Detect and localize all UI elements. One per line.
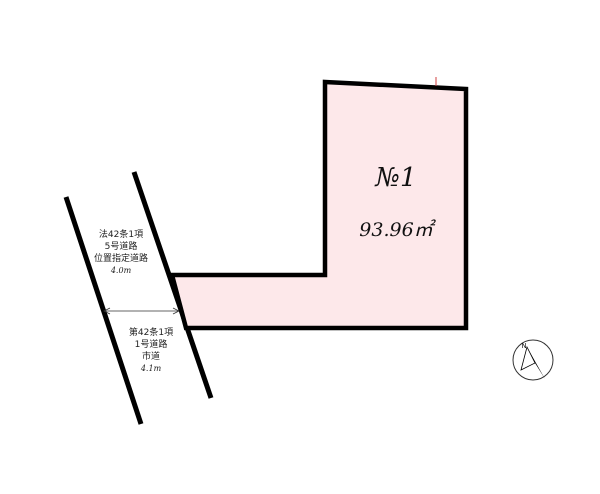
road-lower-line1: 第42条1項 — [129, 326, 173, 338]
compass-label: N — [521, 342, 526, 350]
road-upper-line1: 法42条1項 — [99, 228, 143, 240]
lot-outline — [169, 79, 469, 331]
road-boundary-left — [63, 196, 144, 425]
road-lower-line2: 1号道路 — [135, 338, 168, 350]
road-upper-line3: 位置指定道路 — [94, 252, 148, 264]
road-lower-width: 4.1m — [140, 364, 162, 373]
road-upper-width: 4.0m — [110, 266, 132, 275]
road-lower-line3: 市道 — [142, 350, 160, 362]
road-lower-label: 第42条1項 1号道路 市道 4.1m — [129, 326, 173, 373]
lot-number: №1 — [374, 163, 416, 193]
road-width-arrow — [103, 307, 180, 315]
road-upper-label: 法42条1項 5号道路 位置指定道路 4.0m — [94, 228, 148, 275]
lot-area: 93.96㎡ — [359, 219, 436, 241]
compass-north-icon: N — [512, 339, 554, 381]
road-upper-line2: 5号道路 — [105, 240, 138, 252]
